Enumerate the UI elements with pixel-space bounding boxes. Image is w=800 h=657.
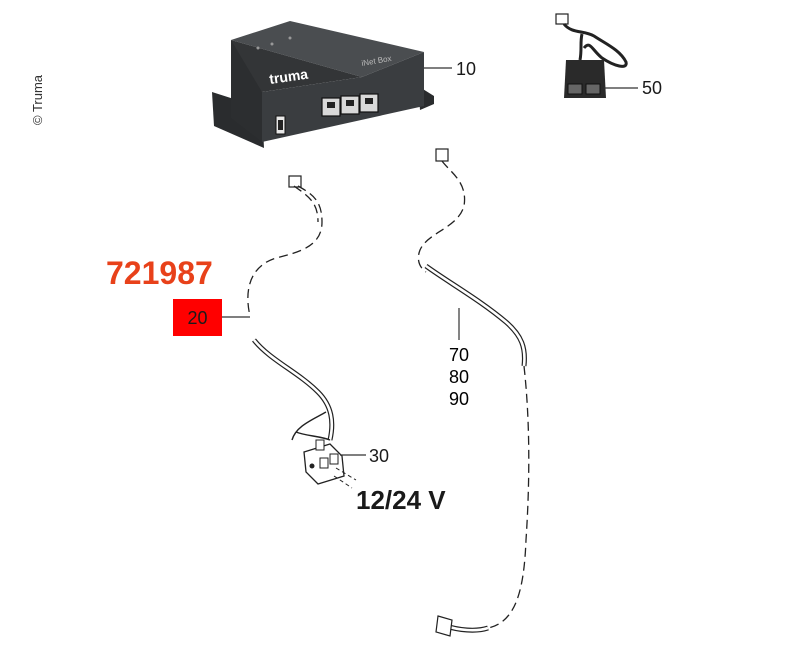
terminal-block-30 bbox=[303, 439, 357, 489]
callout-70: 70 bbox=[449, 345, 470, 365]
device-brand-text: truma bbox=[268, 66, 309, 87]
inet-box-device: truma iNet Box bbox=[212, 21, 434, 148]
cable-20 bbox=[247, 175, 335, 441]
part-number: 721987 bbox=[106, 255, 213, 291]
callout-90: 90 bbox=[449, 389, 470, 409]
voltage-label: 12/24 V bbox=[356, 485, 446, 515]
callout-10: 10 bbox=[456, 59, 477, 79]
callout-20-highlight: 20 bbox=[173, 299, 222, 336]
callout-30: 30 bbox=[369, 446, 390, 466]
callout-50: 50 bbox=[642, 78, 663, 98]
copyright-text: © Truma bbox=[30, 74, 45, 125]
cable-70-80-90 bbox=[417, 148, 530, 637]
callout-80: 80 bbox=[449, 367, 470, 387]
callout-20: 20 bbox=[187, 308, 208, 328]
callout-stack: 70 80 90 bbox=[449, 344, 469, 410]
adapter-50 bbox=[555, 13, 628, 98]
